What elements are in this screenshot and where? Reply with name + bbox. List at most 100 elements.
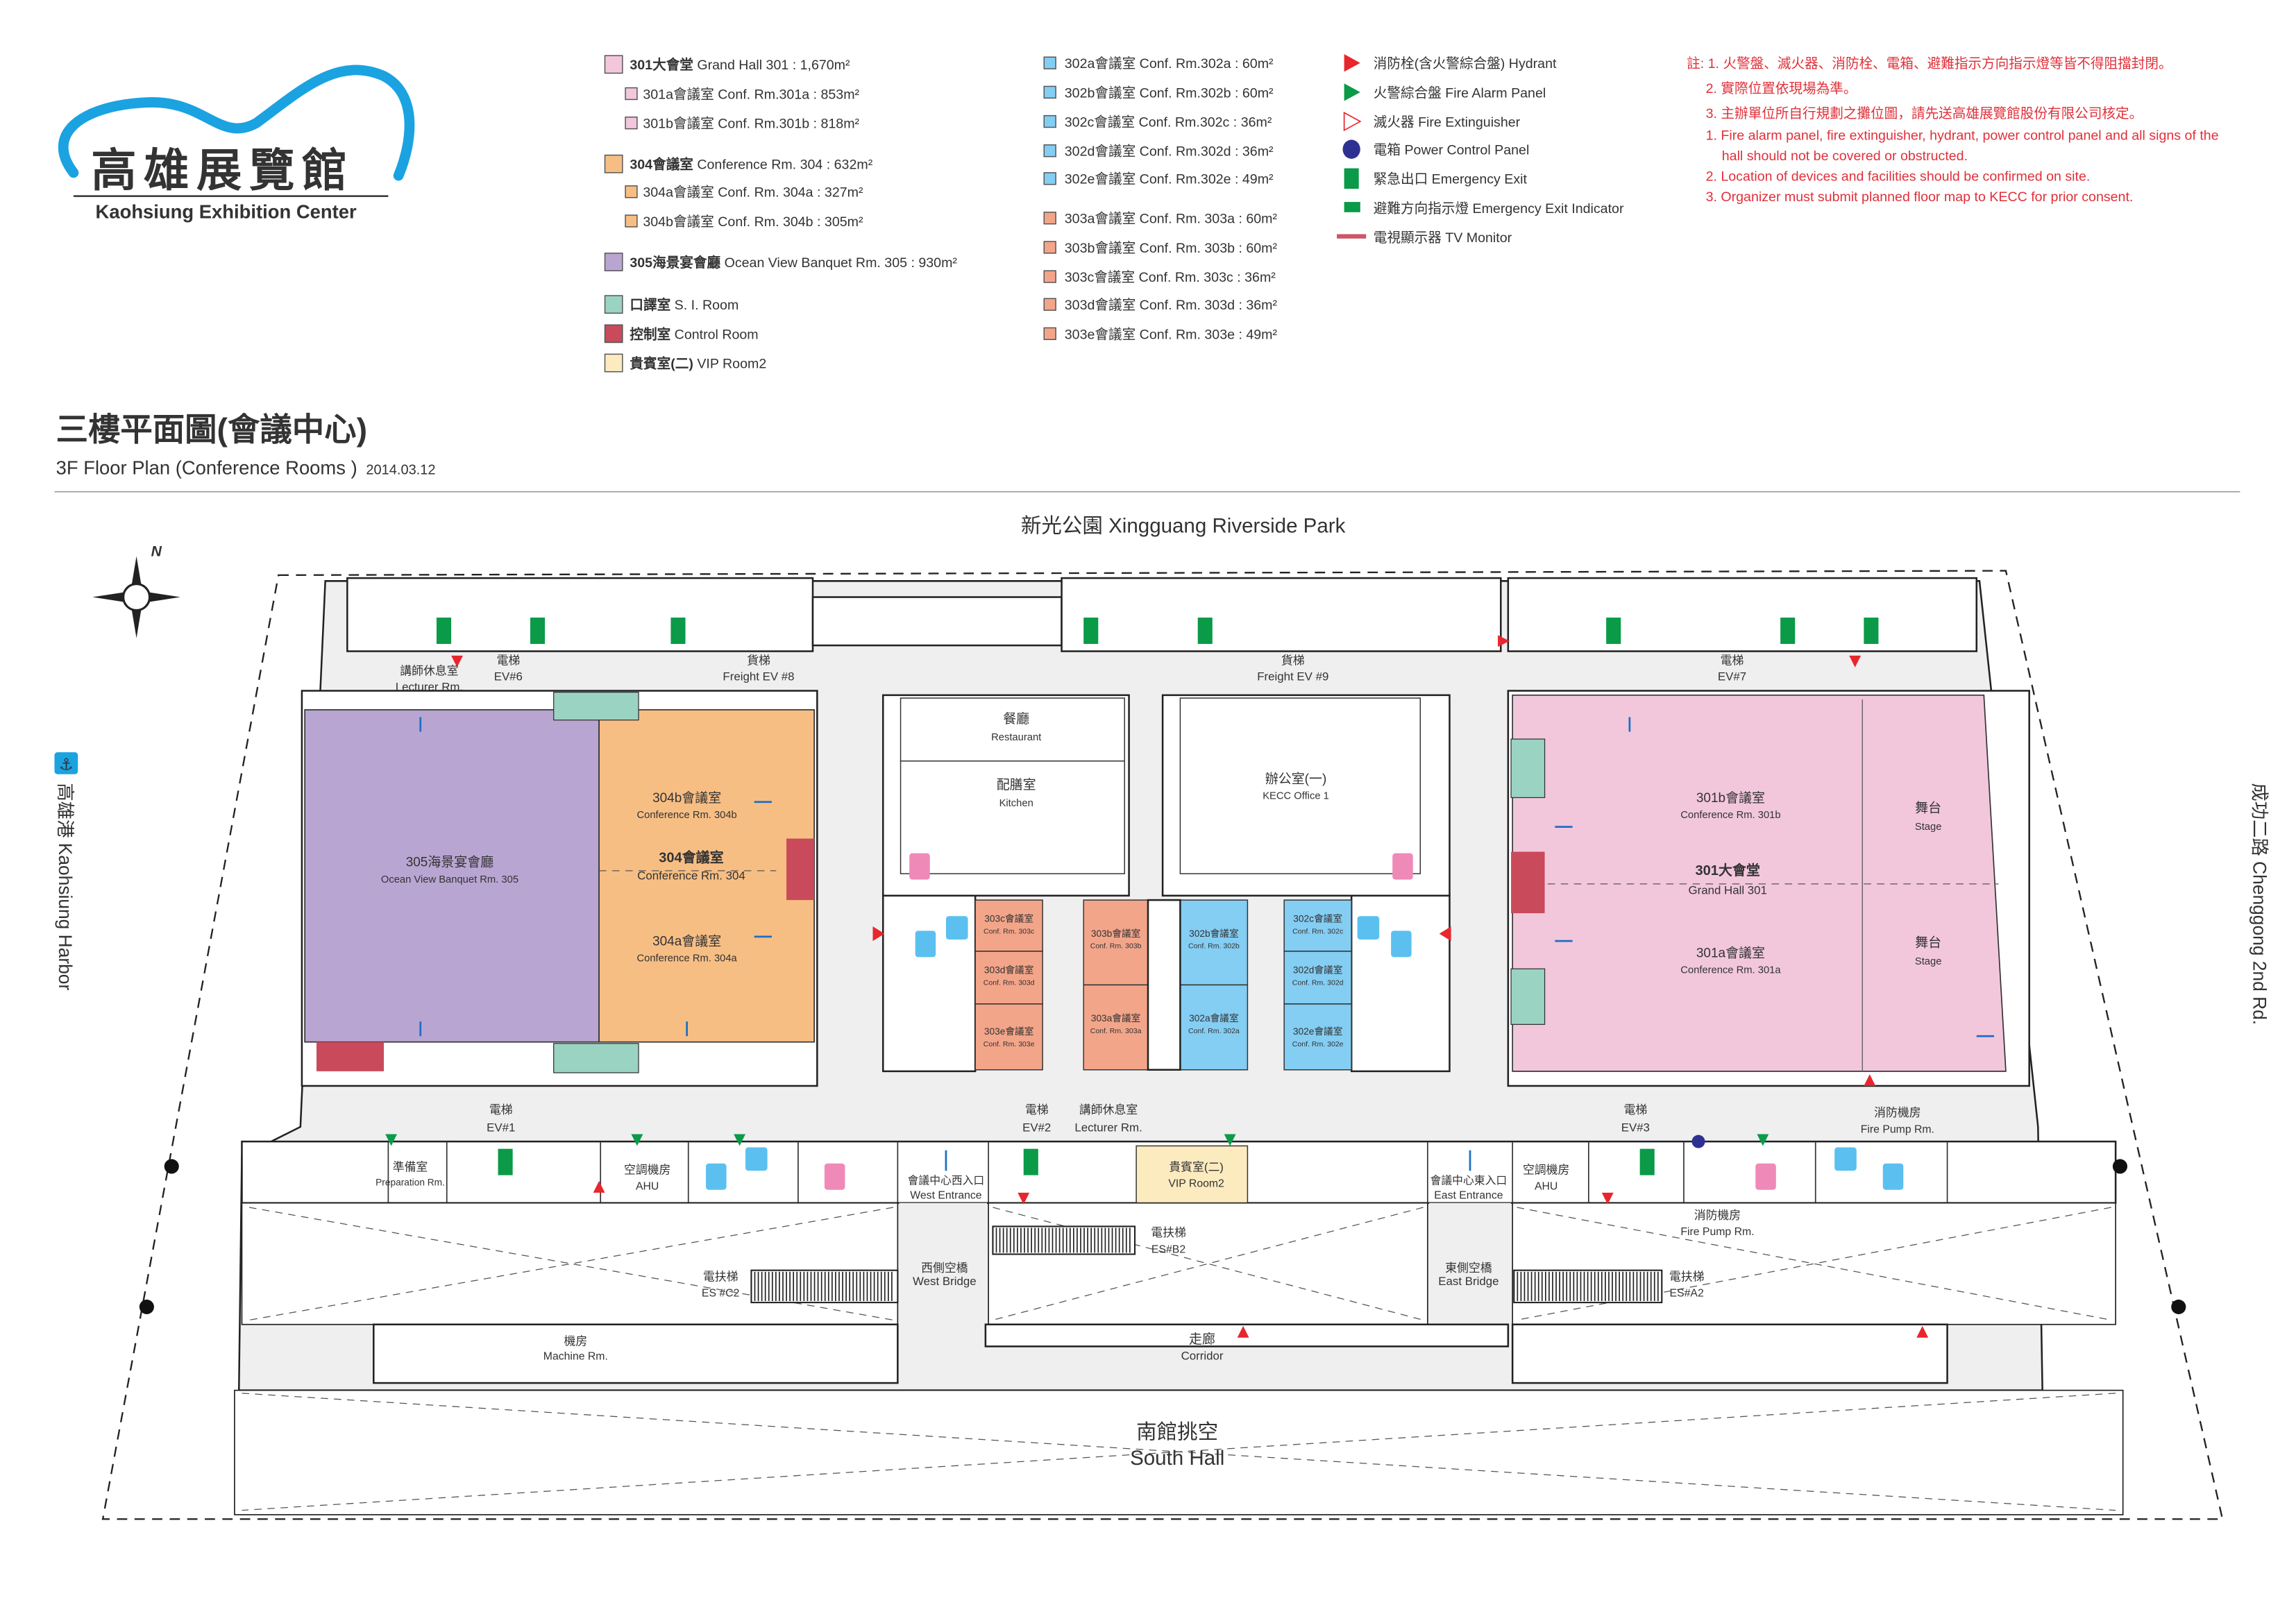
room-label-en: Conf. Rm. 303d [984, 978, 1035, 987]
legend-swatch [604, 324, 623, 343]
legend-room-text: Conf. Rm.301b : 818m² [714, 117, 860, 132]
legend-room-text: Ocean View Banquet Rm. 305 : 930m² [720, 255, 957, 271]
legend-label: 302a會議室 Conf. Rm.302a : 60m² [1065, 56, 1274, 71]
legend-label: 304a會議室 Conf. Rm. 304a : 327m² [643, 185, 863, 201]
note-line: 1. Fire alarm panel, fire extinguisher, … [1706, 128, 2219, 143]
north-service-strip-mid [811, 596, 1063, 647]
legend-label: 301a會議室 Conf. Rm.301a : 853m² [643, 87, 859, 102]
hydrant-icon [1498, 635, 1510, 647]
room-302b[interactable] [1179, 899, 1249, 986]
room-304[interactable] [598, 709, 815, 1043]
room-label-en: Fire Pump Rm. [1680, 1226, 1754, 1238]
room-302c[interactable] [1283, 899, 1352, 952]
room-label-zh: 303e會議室 [984, 1026, 1034, 1037]
legend-room-name: 控制室 [630, 326, 670, 342]
hydrant-icon [1601, 1192, 1614, 1205]
subtitle-en: 3F Floor Plan (Conference Rooms ) [56, 457, 357, 478]
legend-item: 302e會議室 Conf. Rm.302e : 49m² [1043, 172, 1274, 187]
legend-label: 302b會議室 Conf. Rm.302b : 60m² [1065, 85, 1274, 101]
legend-swatch [1043, 114, 1056, 128]
legend-label: 303a會議室 Conf. Rm. 303a : 60m² [1065, 212, 1278, 227]
kitchen [900, 760, 1125, 874]
legend-item: 305海景宴會廳 Ocean View Banquet Rm. 305 : 93… [604, 253, 957, 271]
legend-room-name: 301a會議室 [643, 87, 714, 102]
room-label-en: Conference Rm. 301b [1680, 810, 1780, 821]
room-303e[interactable] [974, 1003, 1043, 1071]
void-center [988, 1202, 1428, 1325]
accessible-restroom-icon [945, 916, 968, 940]
si-room-east-south[interactable] [1510, 968, 1546, 1026]
escalator-es-c2 [750, 1269, 899, 1304]
room-label-en: Conf. Rm. 302a [1188, 1027, 1240, 1035]
room-label: 辦公室(一)KECC Office 1 [1263, 771, 1329, 801]
room-303a[interactable] [1083, 984, 1149, 1071]
si-room-east-north[interactable] [1510, 738, 1546, 799]
room-303c[interactable] [974, 899, 1043, 952]
middle-band-dividers [387, 1141, 1948, 1203]
control-room-east[interactable] [1511, 851, 1545, 914]
si-room-west-north[interactable] [553, 691, 639, 721]
legend-swatch [604, 253, 623, 271]
room-label-zh: 空調機房 [1523, 1164, 1569, 1177]
logo-zh: 高雄展覽館 [91, 145, 355, 196]
room-label-en: South Hall [1130, 1447, 1224, 1470]
legend-room-name: 口譯室 [630, 297, 670, 313]
room-label-zh: 305海景宴會廳 [406, 854, 494, 870]
womens-restroom-icon [909, 853, 930, 880]
legend-symbol-label: 緊急出口 Emergency Exit [1374, 172, 1528, 187]
north-label: 新光公園 Xingguang Riverside Park [1021, 515, 1346, 538]
legend-symbol-label: 電視顯示器 TV Monitor [1374, 230, 1512, 246]
void-west [241, 1202, 899, 1325]
room-label-zh: 301大會堂 [1695, 862, 1759, 878]
hydrant-icon [593, 1181, 605, 1193]
control-room-west[interactable] [786, 838, 815, 901]
legend-room-text: VIP Room2 [693, 356, 766, 371]
room-label-zh: 配膳室 [997, 777, 1036, 792]
east-label: 成功二路 Chenggong 2nd Rd. [2249, 783, 2270, 1025]
room-label-zh: 302a會議室 [1189, 1012, 1239, 1023]
legend-item: 304b會議室 Conf. Rm. 304b : 305m² [625, 214, 863, 230]
room-303d[interactable] [974, 951, 1043, 1005]
room-label-zh: 電扶梯 [1669, 1270, 1705, 1283]
room-302e[interactable] [1283, 1003, 1352, 1071]
hydrant-icon [451, 655, 463, 668]
room-label-en: ES #C2 [702, 1288, 739, 1300]
restroom-icons [706, 853, 1904, 1190]
room-302a[interactable] [1179, 984, 1249, 1071]
room-303b[interactable] [1083, 899, 1149, 986]
north-service-strip-center [1061, 577, 1502, 652]
legend-swatch [604, 55, 623, 74]
west-entrance-corridor [899, 1203, 987, 1388]
hydrant-icon [1237, 1325, 1249, 1338]
legend-symbol-label: 消防栓(含火警綜合盤) Hydrant [1374, 56, 1557, 71]
legend-label: 301b會議室 Conf. Rm.301b : 818m² [643, 117, 859, 132]
compass-north: N [151, 543, 162, 559]
room-label-en: Kitchen [999, 798, 1033, 809]
room-302d[interactable] [1283, 951, 1352, 1005]
exit-signs [436, 618, 1879, 1175]
room-305[interactable] [304, 709, 600, 1043]
north-service-strip-west [346, 577, 814, 652]
womens-restroom-icon [1392, 853, 1413, 880]
control-room-west-2[interactable] [316, 1042, 385, 1071]
hydrant-icon [872, 926, 885, 942]
vip-room-2[interactable] [1136, 1145, 1249, 1204]
room-label-en: East Entrance [1434, 1189, 1503, 1201]
exit-sign-icon [1197, 618, 1213, 645]
si-room-west-south[interactable] [553, 1043, 639, 1073]
legend-swatch [604, 353, 623, 373]
mens-restroom-icon [1391, 931, 1412, 958]
room-301[interactable] [1512, 694, 2007, 1072]
